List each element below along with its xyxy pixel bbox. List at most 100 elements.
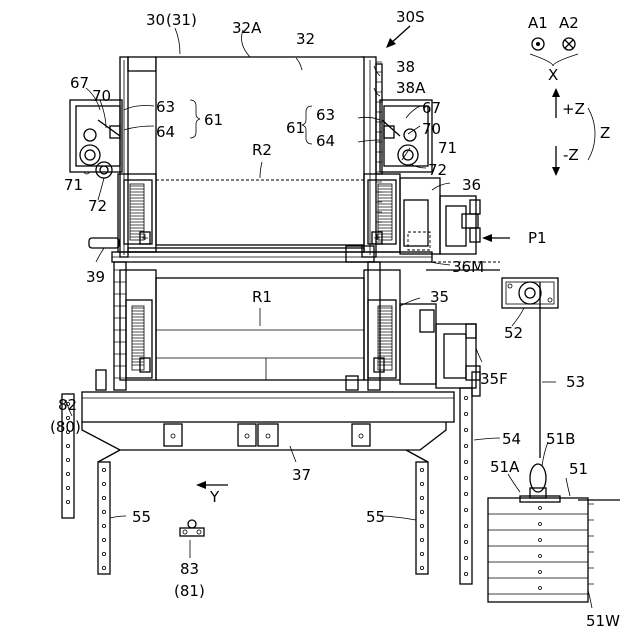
axis-x-symbol [530,38,578,66]
bolt-hole [420,482,423,485]
label-Y: Y [209,488,220,506]
label-A2: A2 [559,14,579,32]
label-38A: 38A [396,79,426,97]
bolt-hole [420,496,423,499]
bolt-hole [66,458,69,461]
bolt-hole [102,552,105,555]
label-35: 35 [430,288,449,306]
label-31: (31) [166,11,197,29]
bolt-hole [102,468,105,471]
bolt-hole [66,444,69,447]
label-67-left: 67 [70,74,89,92]
hook-51B [530,464,546,498]
label-36M: 36M [452,258,484,276]
label-70-left: 70 [92,87,111,105]
left-lever-assembly [70,100,122,178]
label-55-left: 55 [132,508,151,526]
bolt-hole [464,444,467,447]
label-64-right: 64 [316,132,335,150]
label-72-left: 72 [88,197,107,215]
weight-pin [539,507,542,510]
label-37: 37 [292,466,311,484]
label-39: 39 [86,268,105,286]
bolt-hole [420,566,423,569]
weight-pin [539,539,542,542]
bolt-hole [420,538,423,541]
label-R2: R2 [252,141,272,159]
label-36: 36 [462,176,481,194]
label-R1: R1 [252,288,272,306]
label-61-left: 61 [204,111,223,129]
bolt-hole [464,396,467,399]
weight-pin [539,555,542,558]
weight-pin [539,571,542,574]
label-54: 54 [502,430,521,448]
label-53: 53 [566,373,585,391]
label-67-right: 67 [422,99,441,117]
bolt-hole [102,524,105,527]
bolt-hole [464,524,467,527]
bolt-hole [464,556,467,559]
label-55-right: 55 [366,508,385,526]
label-72-right: 72 [428,161,447,179]
label-51W: 51W [586,612,620,630]
bolt-hole [464,460,467,463]
label-38: 38 [396,58,415,76]
weight-stack-51 [488,496,620,602]
rail-54 [460,372,480,584]
label-63-right: 63 [316,106,335,124]
pulley-52 [502,278,558,308]
base-37 [82,392,454,450]
label-80: (80) [50,418,81,436]
label-52: 52 [504,324,523,342]
leg-55-left [98,450,120,574]
bolt-hole [420,552,423,555]
label-61-right: 61 [286,119,305,137]
label-Z: Z [600,124,610,142]
bolt-hole [420,510,423,513]
label-63-left: 63 [156,98,175,116]
label-35F: 35F [480,370,508,388]
bolt-hole [102,496,105,499]
lower-frame [96,262,480,390]
label-51: 51 [569,460,588,478]
bolt-hole [66,472,69,475]
label-71-right: 71 [438,139,457,157]
p1-arrow [482,234,510,242]
label-70-right: 70 [422,120,441,138]
bolt-hole [66,486,69,489]
weight-pin [539,523,542,526]
label-P1: P1 [528,229,547,247]
weight-pin [539,587,542,590]
label-X: X [548,66,558,84]
bolt-hole [102,566,105,569]
arrow-30S [386,26,410,48]
label-A1: A1 [528,14,548,32]
label-51A: 51A [490,458,520,476]
label-81: (81) [174,582,205,600]
fixture-83 [180,520,204,536]
label-30S: 30S [396,8,425,26]
bolt-hole [464,572,467,575]
leg-55-right [406,450,428,574]
label-82: 82 [58,396,77,414]
label-32A: 32A [232,19,262,37]
label-51B: 51B [546,430,575,448]
label-plus-Z: +Z [562,100,585,118]
label-83: 83 [180,560,199,578]
bolt-hole [464,492,467,495]
bolt-hole [420,524,423,527]
bolt-hole [102,482,105,485]
label-32: 32 [296,30,315,48]
bolt-hole [464,428,467,431]
bolt-hole [102,538,105,541]
label-64-left: 64 [156,123,175,141]
bolt-hole [464,412,467,415]
bolt-hole [102,510,105,513]
bolt-hole [464,476,467,479]
bolt-hole [420,468,423,471]
label-71-left: 71 [64,176,83,194]
bolt-hole [66,500,69,503]
